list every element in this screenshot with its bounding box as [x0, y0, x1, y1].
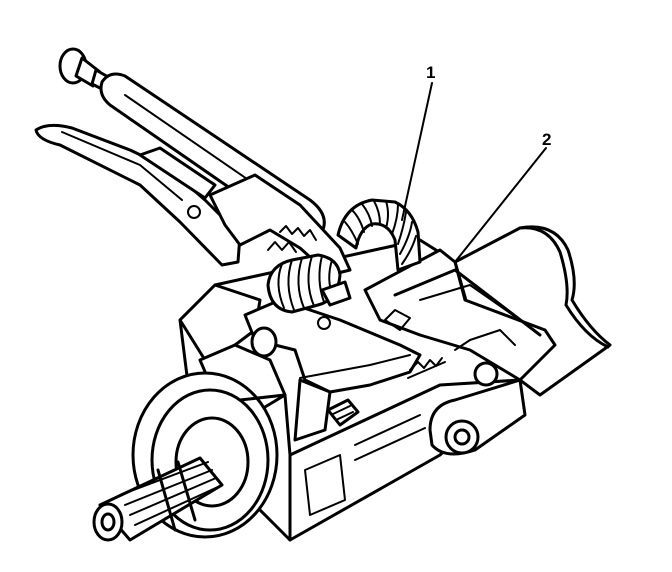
locking-pliers [34, 47, 352, 277]
flex-conduit [336, 198, 422, 272]
coiled-shaft [266, 253, 352, 314]
callout-1-label: 1 [426, 63, 435, 82]
connector [326, 398, 360, 427]
steering-shaft [92, 456, 224, 542]
callout-2-label: 2 [542, 130, 551, 149]
pivot-arm [428, 361, 527, 456]
lock-plate [243, 298, 446, 394]
callout-leaders [401, 82, 547, 263]
